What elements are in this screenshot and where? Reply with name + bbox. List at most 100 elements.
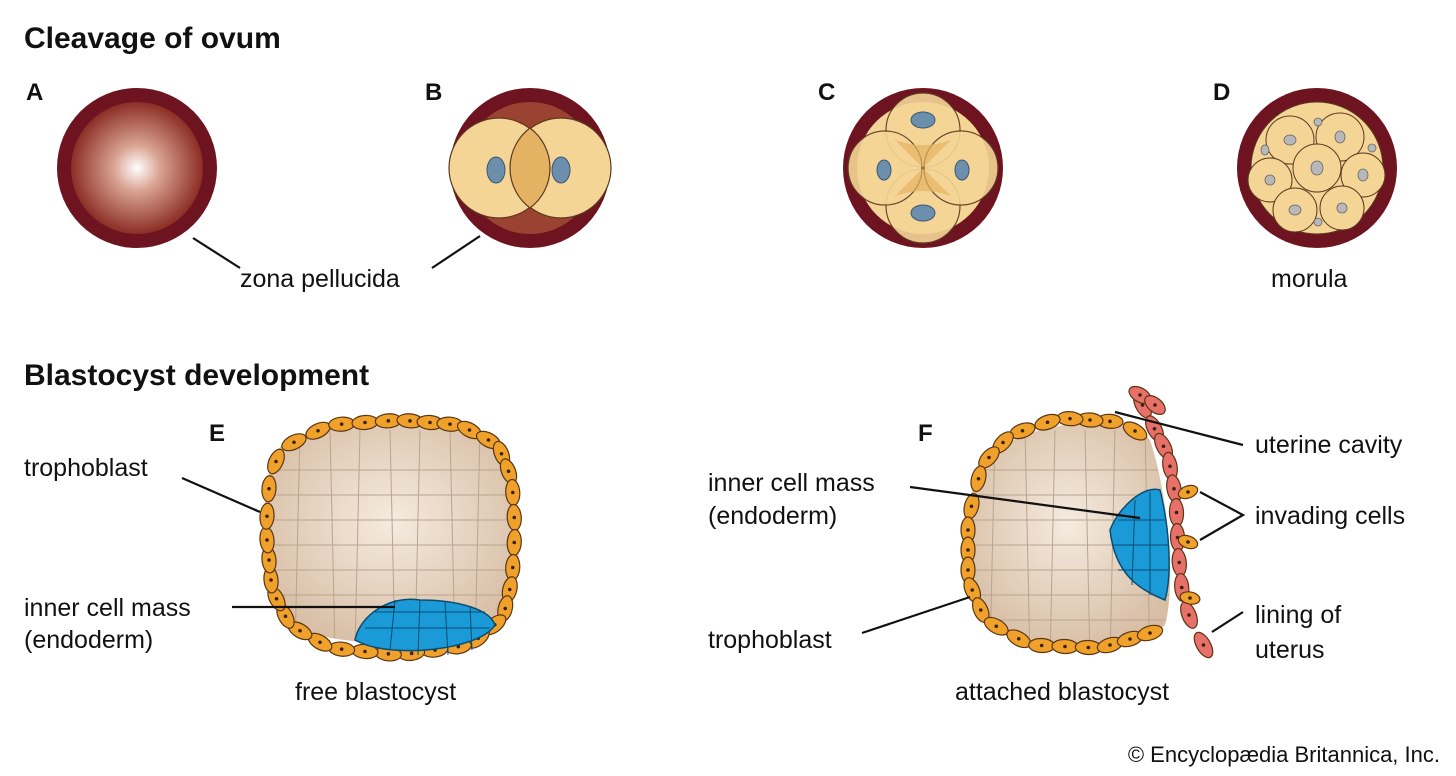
cell-nucleus-dot: [1108, 643, 1112, 647]
invading-cells: [1177, 484, 1201, 605]
cell-nucleus-dot: [269, 578, 273, 582]
cell-nucleus-dot: [386, 419, 391, 423]
cell-nucleus-dot: [298, 628, 302, 633]
cell-nucleus-dot: [1186, 540, 1190, 544]
cell-nucleus-dot: [265, 514, 269, 519]
cell-nucleus-dot: [1201, 643, 1206, 647]
cell-nucleus-dot: [292, 440, 296, 445]
zona-leader-a: [192, 237, 241, 269]
cell-nucleus-dot: [1186, 490, 1190, 494]
attached-blastocyst: [960, 385, 1214, 659]
cell-nucleus-dot: [1039, 643, 1044, 648]
cell-nucleus-dot: [1128, 637, 1132, 641]
trophoblast-leader-e: [181, 476, 261, 514]
trophoblast-label-f: trophoblast: [708, 626, 832, 654]
cell-nucleus-dot: [1138, 393, 1142, 397]
cell-nucleus-dot: [1174, 510, 1179, 515]
cell-nucleus-dot: [316, 428, 320, 433]
ovum-c: [843, 88, 1003, 248]
zona-leader-b: [431, 235, 481, 269]
cell-nucleus-dot: [503, 606, 508, 611]
panel-letter-d: D: [1213, 79, 1230, 106]
cell-nucleus-dot: [274, 459, 278, 464]
inner-cell-mass-label-f-1: inner cell mass: [708, 469, 875, 497]
blastocyst-title: Blastocyst development: [24, 359, 369, 392]
cell-nucleus-dot: [1161, 444, 1166, 449]
cell-nucleus-dot: [363, 649, 367, 654]
free-blastocyst: [259, 413, 522, 662]
lining-of-uterus-label-1: lining of: [1255, 601, 1341, 629]
free-blastocyst-label: free blastocyst: [295, 678, 456, 706]
cell-nucleus-dot: [969, 504, 974, 509]
cell-nucleus-dot: [267, 486, 271, 491]
ovum-cytoplasm: [71, 102, 203, 234]
cell-nucleus-dot: [409, 651, 414, 656]
blastocoel-f: [966, 423, 1170, 647]
ovum-a: [57, 88, 217, 248]
trophoblast-layer-f: [960, 411, 1164, 656]
cell-nucleus-dot: [386, 652, 391, 656]
cell-nucleus-dot: [1168, 464, 1172, 469]
cell-nucleus-dot: [363, 420, 367, 425]
cell-nucleus-dot: [486, 438, 491, 442]
panel-letter-f: F: [918, 420, 933, 447]
cell-nucleus-dot: [978, 608, 983, 612]
cell-nucleus-dot: [1045, 420, 1050, 425]
cell-nucleus-dot: [1187, 613, 1191, 617]
cell-nucleus-dot: [1016, 636, 1021, 641]
cell-nucleus-dot: [408, 419, 412, 423]
copyright-credit: © Encyclopædia Britannica, Inc.: [1128, 742, 1440, 767]
cell-nucleus-dot: [970, 588, 975, 592]
trophoblast-leader-f: [861, 595, 971, 635]
cell-nucleus-dot: [1020, 428, 1025, 433]
cell-nucleus-dot: [467, 428, 472, 432]
cell-nucleus-dot: [1001, 440, 1005, 445]
zona-pellucida-label: zona pellucida: [240, 265, 400, 293]
nucleus-icon: [876, 159, 892, 181]
cell-nucleus-dot: [506, 469, 511, 474]
cell-nucleus-dot: [1108, 419, 1112, 424]
nucleus-icon: [486, 156, 506, 184]
cleavage-title: Cleavage of ovum: [24, 22, 281, 55]
invading-cells-leader: [1199, 491, 1246, 541]
cell-nucleus-dot: [507, 587, 512, 592]
panel-letter-e: E: [209, 420, 225, 447]
cell-nucleus-dot: [1133, 429, 1137, 433]
cell-nucleus-dot: [1179, 585, 1184, 590]
cell-nucleus-dot: [1140, 403, 1145, 407]
morula-label: morula: [1271, 265, 1348, 293]
cell-nucleus-dot: [1177, 560, 1182, 565]
cell-nucleus-dot: [1153, 403, 1157, 407]
cell-nucleus-dot: [987, 455, 991, 460]
lining-of-uterus-leader: [1211, 611, 1244, 633]
trophoblast-label-e: trophoblast: [24, 454, 148, 482]
panel-letter-b: B: [425, 79, 442, 106]
inner-cell-mass-leader-f: [909, 485, 1141, 520]
morula-d: [1237, 88, 1397, 248]
panel-letter-a: A: [26, 79, 43, 106]
cell-nucleus-dot: [265, 538, 269, 542]
cell-nucleus-dot: [1086, 645, 1091, 650]
cell-nucleus-dot: [274, 596, 279, 601]
cell-nucleus-dot: [976, 476, 981, 481]
uterine-cavity-label: uterine cavity: [1255, 431, 1403, 459]
cell-nucleus-dot: [428, 420, 432, 425]
cell-nucleus-dot: [966, 568, 970, 572]
nucleus-icon: [910, 204, 936, 222]
invading-cells-label: invading cells: [1255, 502, 1405, 530]
cell-nucleus-dot: [1068, 416, 1072, 421]
uterine-cavity-leader: [1114, 410, 1244, 447]
cell-nucleus-dot: [1063, 644, 1067, 649]
nucleus-icon: [910, 111, 936, 129]
cell-nucleus-dot: [966, 548, 970, 552]
cell-nucleus-dot: [512, 515, 517, 520]
uterine-lining: [1128, 385, 1214, 659]
cell-nucleus-dot: [339, 647, 344, 651]
ovum-b: [448, 88, 612, 248]
inner-cell-mass-label-e-1: inner cell mass: [24, 594, 191, 622]
cell-nucleus-dot: [966, 528, 970, 532]
cell-nucleus-dot: [1152, 426, 1157, 431]
inner-cell-mass-label-f-2: (endoderm): [708, 502, 837, 530]
cell-nucleus-dot: [283, 614, 288, 619]
cell-nucleus-dot: [510, 490, 515, 495]
